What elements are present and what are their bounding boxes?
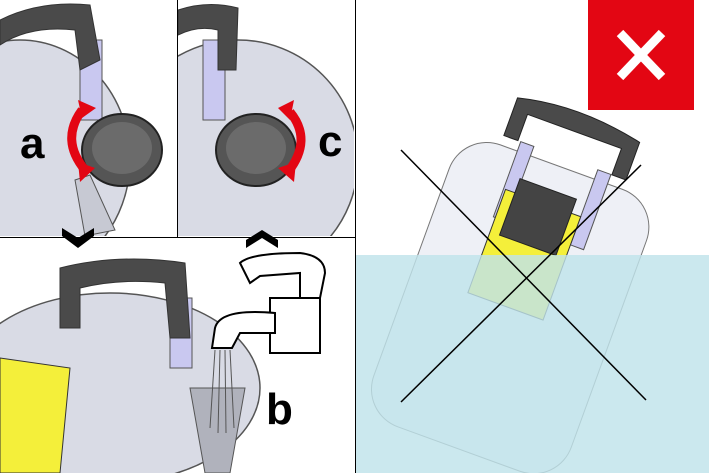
- divider-vertical: [355, 0, 356, 473]
- step-c-panel: c: [178, 0, 354, 236]
- step-a-illustration: [0, 3, 163, 236]
- cross-line: [400, 149, 647, 401]
- step-b-panel: b: [0, 238, 354, 473]
- step-b-illustration: [0, 251, 327, 473]
- water: [356, 255, 709, 473]
- divider-top-middle: [177, 0, 178, 237]
- cross-line: [400, 164, 642, 403]
- divider-horizontal: [0, 237, 355, 238]
- prohibited-x-icon: [616, 29, 666, 81]
- step-label-a: a: [20, 119, 45, 168]
- step-label-c: c: [318, 117, 343, 166]
- faucet-icon: [209, 251, 327, 434]
- prohibited-badge: [588, 0, 694, 110]
- submerged-device-illustration: [356, 97, 709, 473]
- step-a-panel: a: [0, 0, 176, 236]
- submerge-warning-panel: [356, 0, 709, 473]
- step-label-b: b: [266, 385, 293, 434]
- step-c-illustration: [178, 4, 354, 236]
